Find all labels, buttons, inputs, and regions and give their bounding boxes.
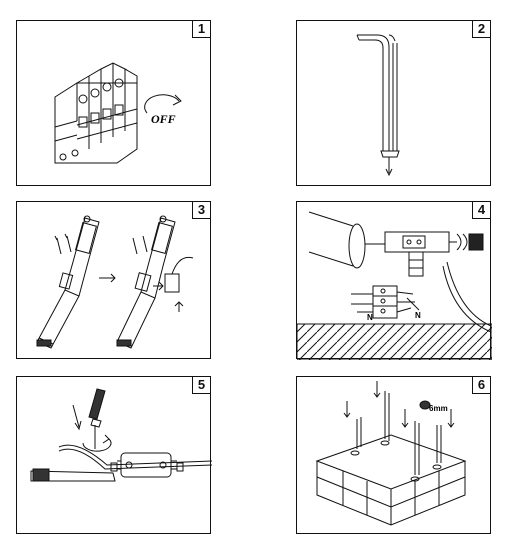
neutral-label-left: N [367,313,373,322]
step-1-panel: 1 OFF [16,20,211,186]
screw-tightening-illustration [30,388,212,482]
light-pole-illustration [356,34,400,177]
step-number: 6 [472,377,490,394]
step-number: 5 [192,377,210,394]
step-number: 4 [472,202,490,219]
fixture-wiring-illustration [36,215,194,349]
cable-connection-illustration: N N [297,211,492,360]
step-6-panel: 6 6mm [296,376,491,534]
step-number: 1 [192,21,210,38]
step-2-panel: 2 [296,20,491,186]
step-3-panel: 3 [16,201,211,359]
off-label: OFF [151,112,176,126]
circuit-breaker-off-illustration: OFF [54,62,182,164]
step-4-panel: 4 [296,201,492,360]
neutral-label-right: N [415,311,421,320]
step-number: 3 [192,202,210,219]
step-5-panel: 5 [16,376,212,534]
anchor-bolts-illustration: 6mm [315,381,467,526]
step-number: 2 [472,21,490,38]
bolt-size-label: 6mm [429,404,448,413]
